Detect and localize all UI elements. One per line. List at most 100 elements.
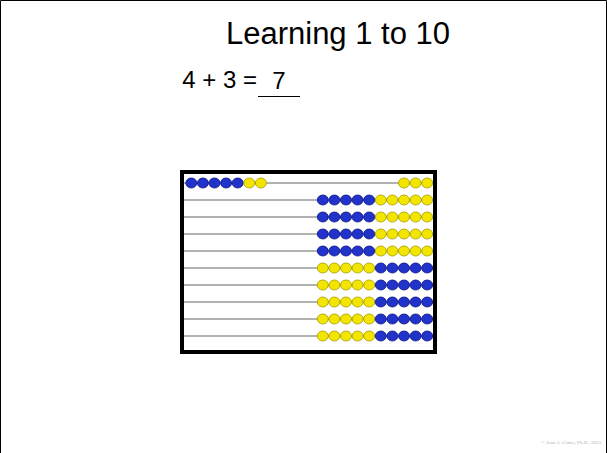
abacus-bead (410, 178, 421, 188)
abacus-bead (329, 212, 340, 222)
abacus-bead (387, 314, 398, 324)
abacus-bead (364, 297, 375, 307)
abacus-bead (352, 280, 363, 290)
abacus-bead (317, 297, 328, 307)
abacus-bead (317, 314, 328, 324)
abacus-bead (352, 212, 363, 222)
abacus-bead (410, 229, 421, 239)
abacus-bead (422, 331, 433, 341)
abacus-bead (364, 246, 375, 256)
abacus-bead (375, 280, 386, 290)
abacus-bead (329, 297, 340, 307)
abacus-bead (422, 246, 433, 256)
abacus-bead (341, 195, 352, 205)
abacus-bead (352, 246, 363, 256)
abacus-bead (329, 263, 340, 273)
abacus-bead (329, 195, 340, 205)
abacus-bead (364, 314, 375, 324)
abacus-bead (221, 178, 232, 188)
abacus-bead (329, 246, 340, 256)
abacus-bead (375, 331, 386, 341)
abacus-bead (422, 263, 433, 273)
abacus-bead (352, 195, 363, 205)
abacus-bead (375, 195, 386, 205)
abacus-bead (364, 331, 375, 341)
abacus-bead (399, 195, 410, 205)
abacus-bead (341, 229, 352, 239)
abacus-bead (399, 263, 410, 273)
abacus-bead (364, 263, 375, 273)
abacus-bead (375, 297, 386, 307)
abacus-bead (410, 195, 421, 205)
abacus-bead (410, 246, 421, 256)
abacus-bead (364, 195, 375, 205)
abacus-bead (317, 246, 328, 256)
abacus-bead (341, 212, 352, 222)
abacus-frame (182, 172, 435, 352)
abacus-bead (399, 297, 410, 307)
equation: 4 + 3 = (182, 66, 257, 94)
abacus-bead (209, 178, 220, 188)
abacus-bead (244, 178, 255, 188)
answer: 7 (258, 66, 300, 97)
abacus-bead (364, 212, 375, 222)
abacus-bead (399, 314, 410, 324)
abacus-bead (317, 280, 328, 290)
abacus-bead (387, 212, 398, 222)
abacus-bead (232, 178, 243, 188)
abacus-bead (422, 229, 433, 239)
abacus-bead (352, 331, 363, 341)
abacus-bead (317, 263, 328, 273)
abacus-bead (352, 263, 363, 273)
abacus-bead (255, 178, 266, 188)
abacus-bead (387, 297, 398, 307)
abacus-bead (375, 229, 386, 239)
abacus-bead (329, 331, 340, 341)
abacus-bead (364, 229, 375, 239)
abacus-bead (341, 314, 352, 324)
abacus-bead (422, 297, 433, 307)
abacus-bead (375, 314, 386, 324)
abacus-bead (387, 280, 398, 290)
abacus-bead (352, 229, 363, 239)
abacus-bead (410, 263, 421, 273)
abacus-bead (422, 314, 433, 324)
abacus-bead (399, 280, 410, 290)
abacus-bead (410, 331, 421, 341)
abacus-bead (410, 212, 421, 222)
abacus-bead (186, 178, 197, 188)
abacus-bead (317, 212, 328, 222)
abacus-bead (341, 280, 352, 290)
abacus-bead (364, 280, 375, 290)
abacus-bead (375, 212, 386, 222)
abacus-bead (410, 280, 421, 290)
abacus-bead (329, 314, 340, 324)
abacus-bead (422, 195, 433, 205)
abacus-bead (422, 178, 433, 188)
abacus-bead (341, 297, 352, 307)
abacus-bead (329, 280, 340, 290)
abacus-bead (341, 246, 352, 256)
abacus-bead (422, 212, 433, 222)
abacus-bead (399, 331, 410, 341)
abacus-bead (387, 263, 398, 273)
abacus-bead (399, 178, 410, 188)
abacus-bead (387, 331, 398, 341)
abacus-bead (387, 195, 398, 205)
abacus-bead (375, 263, 386, 273)
abacus-bead (197, 178, 208, 188)
copyright-note: © Joan A. Cotter, Ph.D., 2023 (541, 440, 601, 445)
abacus-bead (341, 331, 352, 341)
abacus-bead (317, 229, 328, 239)
abacus-bead (352, 314, 363, 324)
abacus-bead (387, 246, 398, 256)
abacus-bead (399, 212, 410, 222)
slide-title: Learning 1 to 10 (0, 16, 607, 52)
abacus-bead (410, 297, 421, 307)
abacus-bead (399, 246, 410, 256)
abacus-bead (317, 195, 328, 205)
abacus-bead (352, 297, 363, 307)
abacus-bead (375, 246, 386, 256)
